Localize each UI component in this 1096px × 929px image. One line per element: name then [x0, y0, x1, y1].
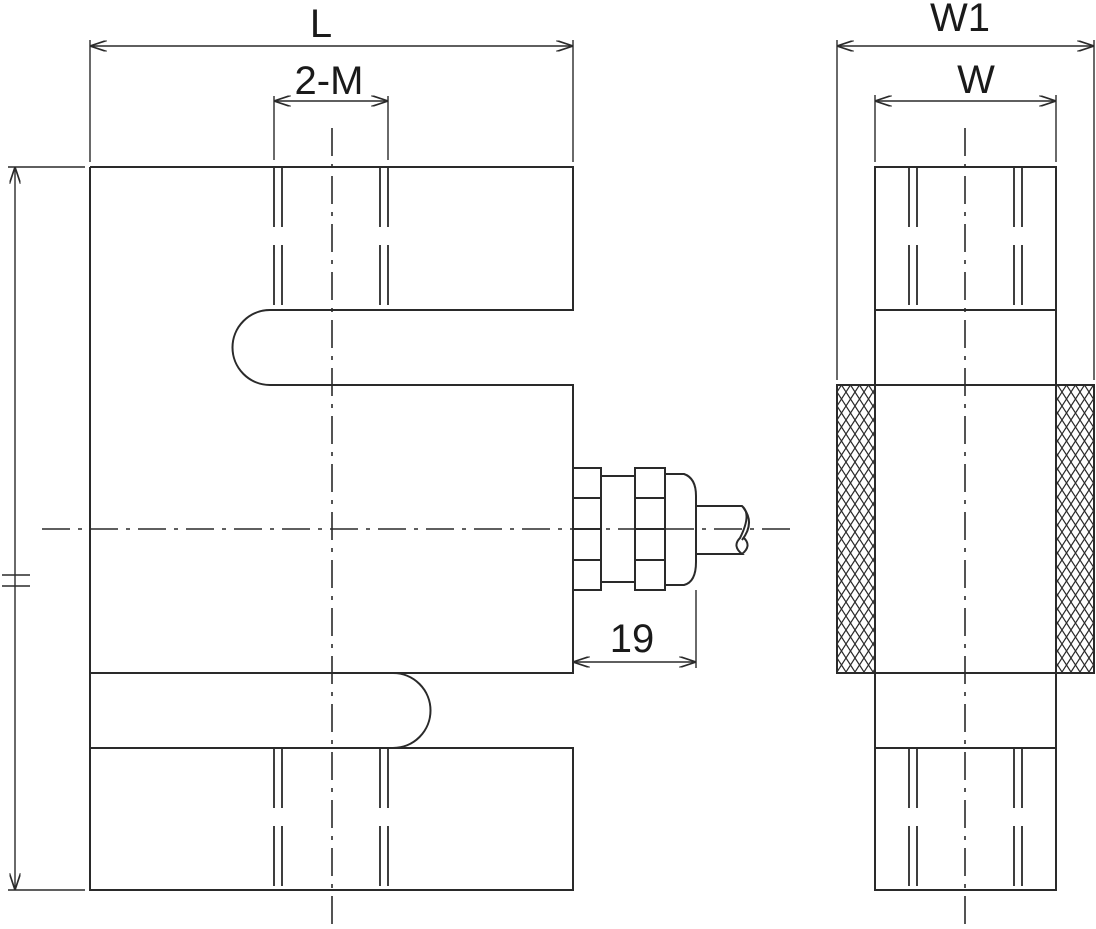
dimension-19: 19: [572, 590, 697, 668]
cable: [696, 505, 748, 555]
dimension-l: L: [89, 2, 574, 162]
cable-gland: [572, 467, 750, 591]
right-knurled-cover: [1055, 384, 1095, 674]
dimension-w-label: W: [957, 58, 995, 102]
side-view: W1 W: [836, 0, 1095, 928]
dimension-height: [2, 166, 85, 891]
top-thread-hidden: [273, 167, 389, 310]
bottom-thread-hidden: [273, 748, 389, 890]
front-body-outline: [89, 166, 574, 891]
dimension-l-label: L: [310, 2, 332, 46]
dimension-2m: 2-M: [273, 59, 389, 160]
left-knurled-cover: [836, 384, 876, 674]
dimension-19-label: 19: [610, 617, 655, 661]
dimension-2m-label: 2-M: [295, 59, 364, 103]
front-view: L 2-M 19: [2, 2, 790, 928]
dimension-w1: W1: [836, 0, 1095, 380]
side-thread-hidden: [908, 167, 1023, 890]
dimension-w1-label: W1: [930, 0, 990, 40]
dimension-w: W: [874, 58, 1057, 162]
